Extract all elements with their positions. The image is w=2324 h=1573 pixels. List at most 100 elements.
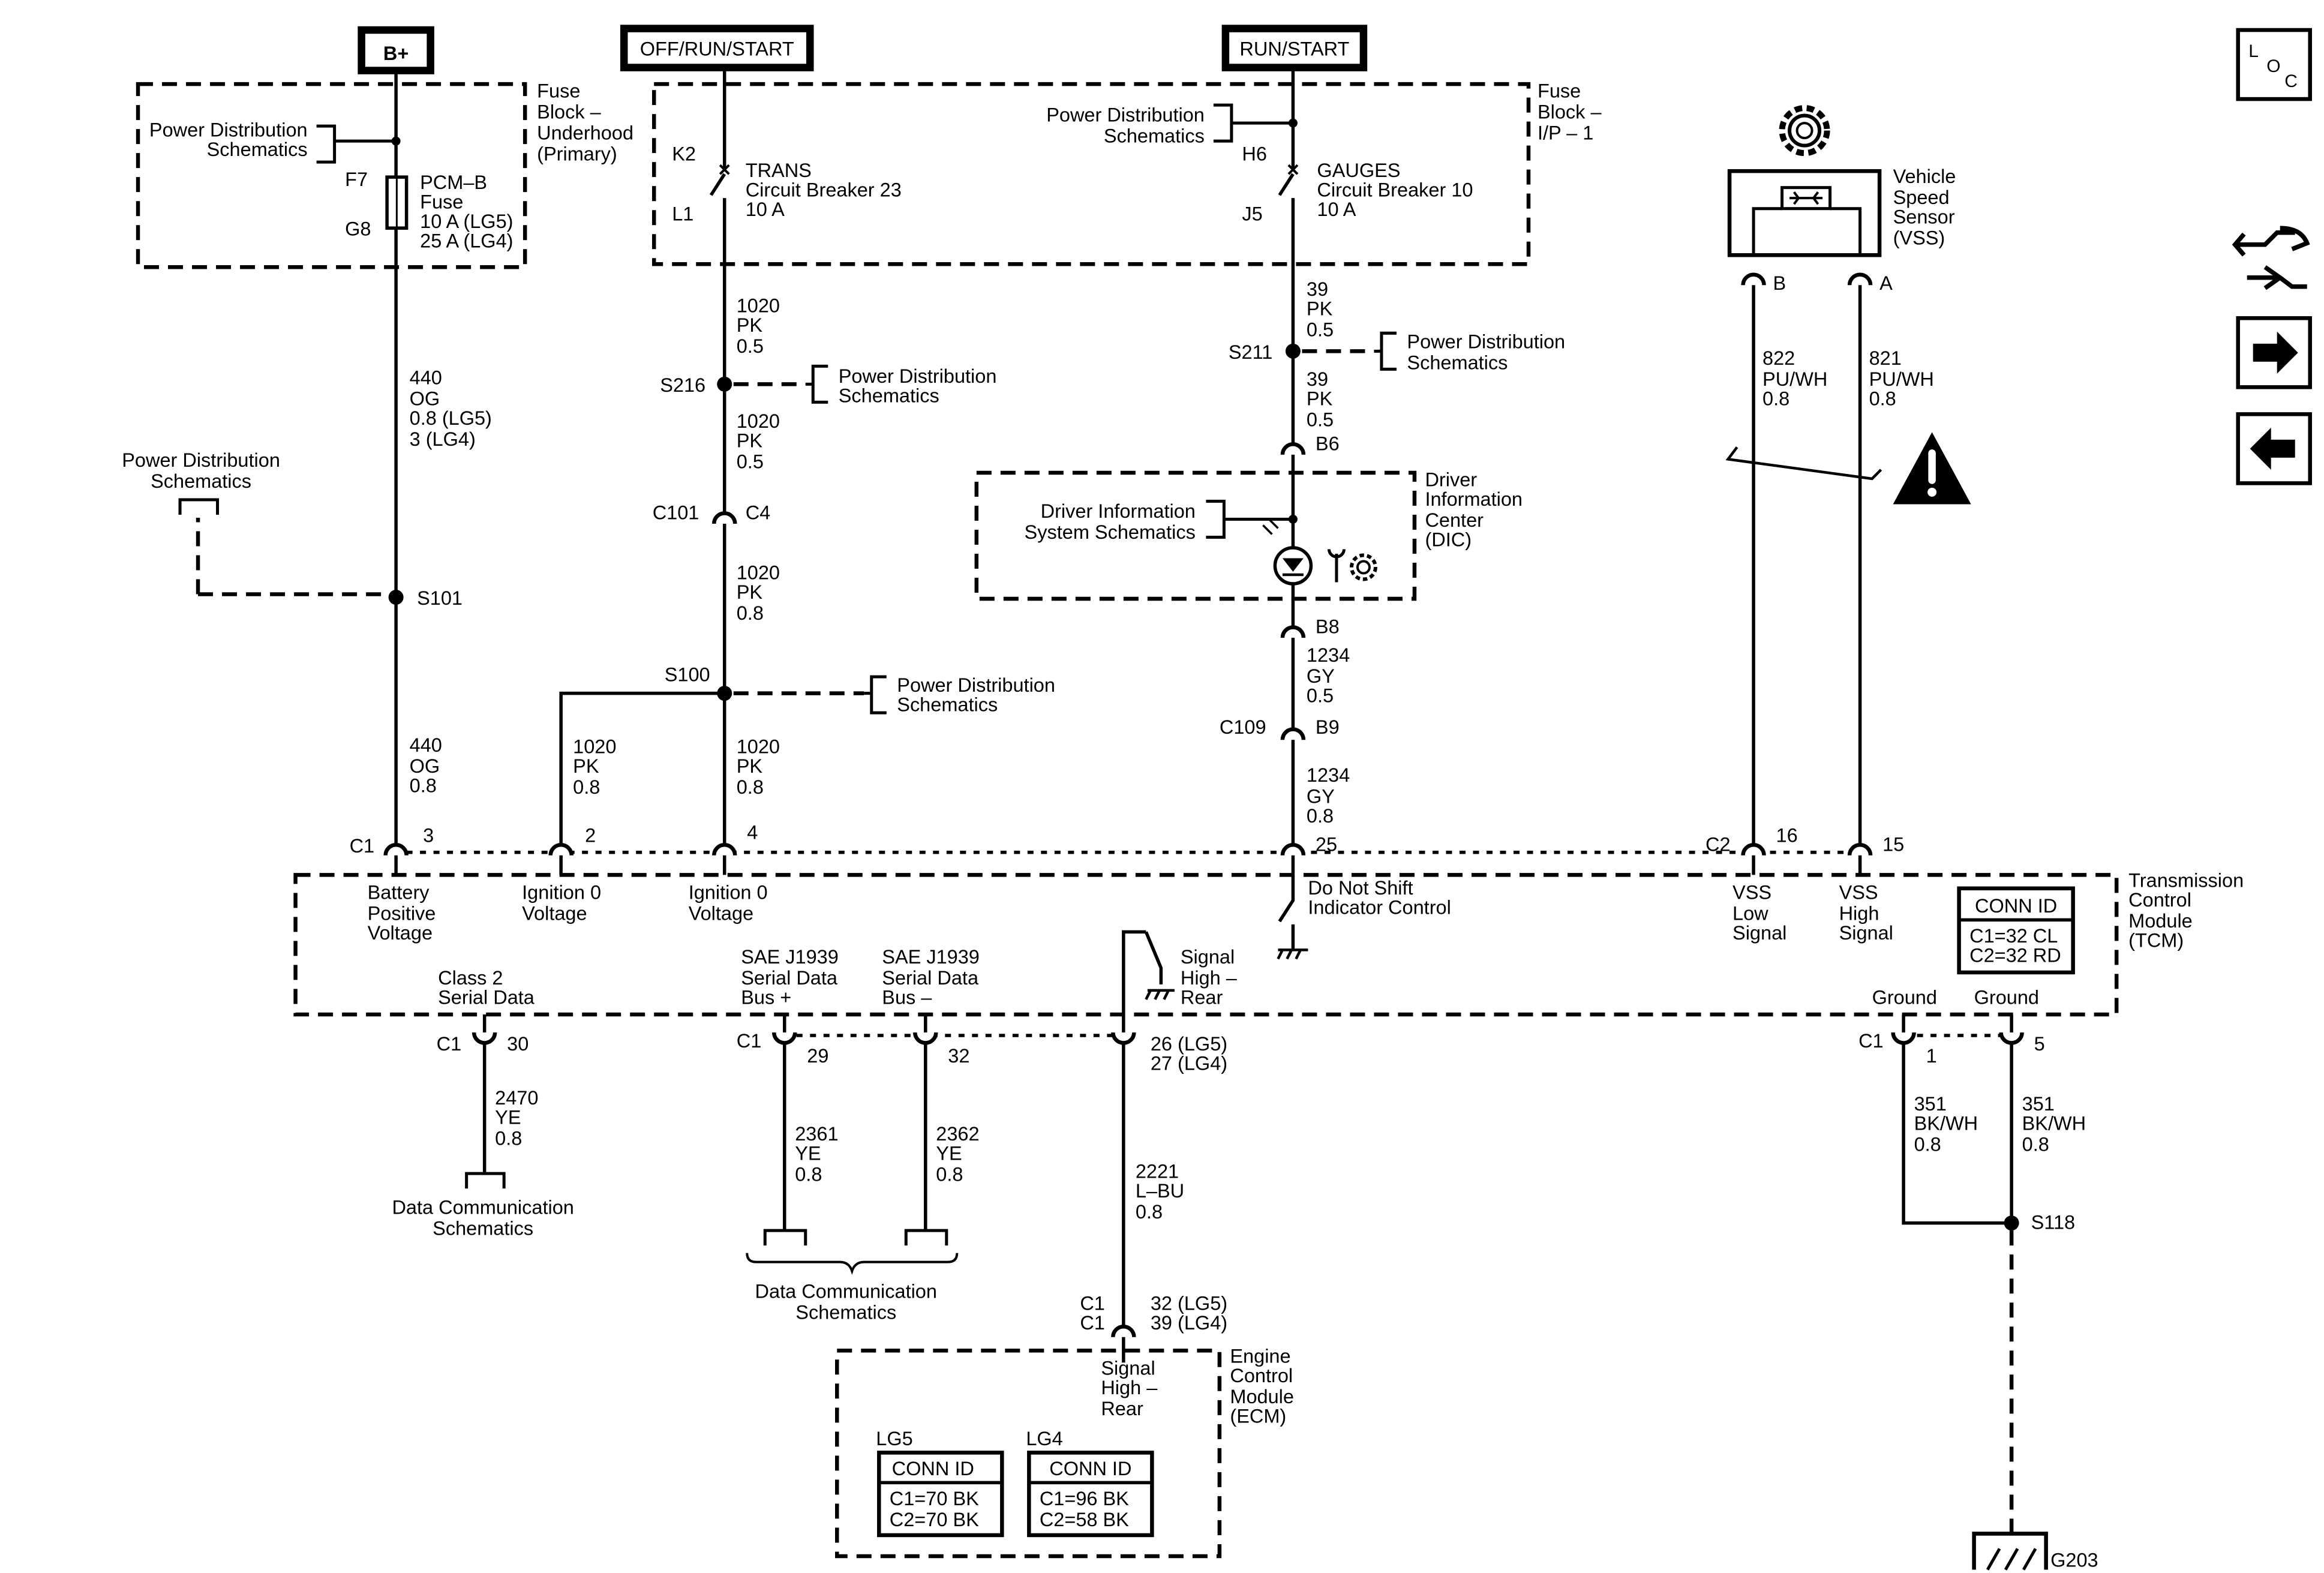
- locator-button[interactable]: L O C: [2236, 28, 2312, 101]
- signal-high-switch: [1122, 930, 1163, 1032]
- tcm-ign1-l2: Voltage: [522, 902, 587, 924]
- wire-351-a: [1902, 1043, 2012, 1225]
- ecm-lg4-conn-id-table: CONN ID C1=96 BK C2=58 BK: [1027, 1451, 1154, 1538]
- w2470-l3: 0.8: [495, 1128, 522, 1149]
- connector-tool-icon[interactable]: [2232, 226, 2310, 290]
- w39a-l2: PK: [1307, 298, 1333, 319]
- w1234a-l1: 1234: [1307, 644, 1350, 666]
- w822-l2: PU/WH: [1762, 368, 1827, 390]
- connector-c1-pin32: [913, 1032, 938, 1045]
- fuse-block-uh-l2: Block –: [537, 101, 601, 123]
- schem-label-s100: Schematics: [897, 694, 998, 716]
- w1020b-l1: 1020: [737, 410, 780, 432]
- cb-trans-l3: 10 A: [746, 199, 785, 220]
- splice-s216-label: S216: [660, 374, 705, 396]
- w1234b-l3: 0.8: [1307, 805, 1334, 827]
- w2362-l2: YE: [936, 1143, 962, 1164]
- pin-29: 29: [807, 1045, 828, 1067]
- w821-l1: 821: [1869, 347, 1902, 369]
- vss-name-l2: Speed: [1893, 187, 1950, 208]
- w1234a-l3: 0.5: [1307, 685, 1334, 707]
- connector-c101: [711, 511, 737, 524]
- w440b-l1: 440: [410, 734, 442, 756]
- w1020e-l2: PK: [573, 755, 599, 777]
- w2361-l1: 2361: [795, 1123, 838, 1145]
- tcm-ign1-l1: Ignition 0: [522, 881, 601, 903]
- w2470-l1: 2470: [495, 1087, 538, 1109]
- datacomm-class2-l1: Data Communication: [392, 1197, 574, 1218]
- schem-label-fuse: Schematics: [207, 139, 308, 160]
- pin-30: 30: [507, 1033, 529, 1055]
- w1020c-l1: 1020: [737, 562, 780, 584]
- back-button[interactable]: [2236, 412, 2312, 485]
- w1020d-l1: 1020: [737, 736, 780, 758]
- tcm-saem-l2: Serial Data: [882, 967, 979, 989]
- tcm-vssl-l1: VSS: [1733, 881, 1771, 903]
- pin-15: 15: [1882, 833, 1904, 855]
- gear-icon: [1779, 105, 1830, 157]
- connector-c4-label: C4: [746, 502, 771, 523]
- next-button[interactable]: [2236, 316, 2312, 389]
- w440a-l4: 3 (LG4): [410, 428, 476, 450]
- cb-gauges-top: H6: [1242, 143, 1267, 165]
- ground-g203-label: G203: [2050, 1549, 2098, 1571]
- fuse-block-underhood-outline: [136, 82, 527, 269]
- datacomm-class2-l2: Schematics: [433, 1218, 533, 1239]
- dic-indicator-lamp: [1262, 518, 1313, 586]
- tcm-vssh-l2: High: [1839, 902, 1879, 924]
- splice-s118-label: S118: [2031, 1212, 2075, 1233]
- connector-c1-pin2: [548, 843, 574, 856]
- ecm-lg5-label: LG5: [876, 1428, 912, 1449]
- splice-s211-label: S211: [1229, 341, 1272, 363]
- ecm-c1-label-2: C1: [1080, 1312, 1105, 1334]
- tcm-conn-id-l2: C2=32 RD: [1969, 944, 2061, 966]
- splice-s118: [2004, 1215, 2019, 1231]
- w2361-l2: YE: [795, 1143, 821, 1164]
- connector-c109-label: C109: [1220, 716, 1266, 738]
- connector-c1-pin25: [1280, 843, 1306, 856]
- connector-b6: [1280, 442, 1306, 455]
- connector-b9-label: B9: [1316, 716, 1340, 738]
- ecm-name-l3: Module: [1230, 1386, 1294, 1407]
- tcm-class2-l1: Class 2: [438, 967, 503, 989]
- pin-3: 3: [423, 824, 434, 846]
- dic-sys-l2: System Schematics: [1025, 521, 1196, 543]
- fuse-top-pin: F7: [345, 169, 368, 190]
- tcm-bat-l2: Positive: [368, 902, 436, 924]
- ecm-name-l4: (ECM): [1230, 1405, 1286, 1427]
- connector-vss-b: [1741, 272, 1766, 286]
- tcm-dns-l1: Do Not Shift: [1308, 877, 1413, 899]
- pdist-label-fuse: Power Distribution: [149, 119, 308, 141]
- ecm-pin-lg5: 32 (LG5): [1151, 1293, 1227, 1314]
- w440b-l2: OG: [410, 755, 440, 777]
- tcm-saep-l2: Serial Data: [741, 967, 838, 989]
- splice-s100-label: S100: [665, 664, 710, 686]
- pin-26: 26 (LG5): [1151, 1033, 1227, 1055]
- pin-27: 27 (LG4): [1151, 1052, 1227, 1074]
- connector-vss-a: [1847, 272, 1873, 286]
- w440a-l2: OG: [410, 388, 440, 409]
- connector-b8-label: B8: [1316, 616, 1340, 638]
- tcm-sig-l2: High –: [1181, 967, 1238, 989]
- ecm-lg4-title: CONN ID: [1049, 1458, 1131, 1479]
- datacomm-sae-l1: Data Communication: [755, 1281, 937, 1302]
- connector-c1-pin4: [711, 843, 737, 856]
- ecm-lg4-l1: C1=96 BK: [1040, 1488, 1129, 1509]
- w822-l3: 0.8: [1762, 388, 1789, 409]
- ecm-sig-l1: Signal: [1101, 1357, 1155, 1379]
- ecm-pin-lg4: 39 (LG4): [1151, 1312, 1227, 1334]
- connector-c2-pin16: [1741, 843, 1766, 856]
- w2221-l2: L–BU: [1136, 1180, 1184, 1202]
- connector-c1-pin26: [1111, 1032, 1136, 1045]
- tcm-saep-l1: SAE J1939: [741, 946, 839, 968]
- ecm-lg4-label: LG4: [1026, 1428, 1062, 1449]
- connector-c1-pin30: [472, 1032, 497, 1045]
- w821-l2: PU/WH: [1869, 368, 1934, 390]
- dic-name-l2: Information: [1425, 488, 1523, 510]
- fuse-block-ip-l3: I/P – 1: [1538, 122, 1593, 144]
- warning-icon: [1893, 432, 1971, 505]
- splice-s101: [388, 590, 404, 605]
- w39a-l1: 39: [1307, 278, 1328, 300]
- source-bplus: B+: [358, 26, 434, 74]
